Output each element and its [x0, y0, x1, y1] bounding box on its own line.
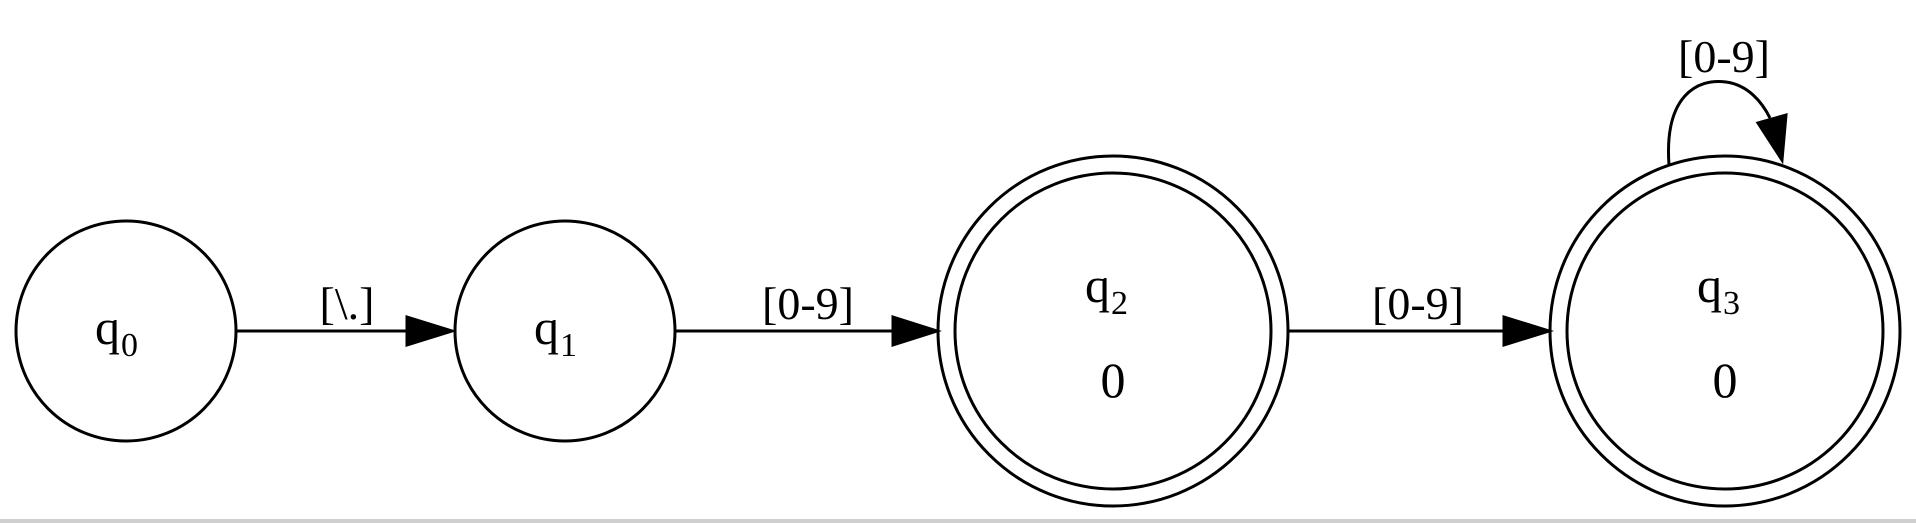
- state-q1-name: q: [534, 299, 559, 355]
- state-q0: q 0: [14, 219, 238, 443]
- state-q1-subscript: 1: [560, 327, 577, 364]
- transition-q0-q1: [\.]: [236, 278, 458, 348]
- state-q2-output: 0: [1101, 352, 1126, 408]
- bottom-border: [0, 519, 1916, 523]
- state-q3: q 3 0: [1548, 154, 1902, 508]
- transition-q2-q3-arrowhead: [1502, 314, 1555, 348]
- state-q0-subscript: 0: [121, 327, 138, 364]
- state-q2-inner-circle: [953, 171, 1273, 491]
- state-q3-output: 0: [1713, 352, 1738, 408]
- transition-q3-self-loop: [0-9]: [1667, 31, 1788, 166]
- transition-q0-q1-label: [\.]: [320, 278, 375, 329]
- state-q2-name: q: [1085, 257, 1110, 313]
- state-q3-subscript: 3: [1723, 285, 1740, 322]
- transition-q0-q1-arrowhead: [405, 314, 458, 348]
- transition-q2-q3-label: [0-9]: [1372, 278, 1464, 329]
- state-q3-name: q: [1697, 257, 1722, 313]
- transition-q1-q2-arrowhead: [891, 314, 942, 348]
- state-q0-name: q: [95, 299, 120, 355]
- transition-q3-self-loop-arrowhead: [1755, 112, 1788, 165]
- transition-q3-self-loop-label: [0-9]: [1678, 31, 1770, 82]
- state-q2-outer-circle: [936, 154, 1290, 508]
- transition-q3-self-loop-curve: [1667, 79, 1772, 166]
- state-q2-subscript: 2: [1111, 285, 1128, 322]
- state-q3-inner-circle: [1565, 171, 1885, 491]
- transition-q1-q2: [0-9]: [675, 278, 942, 348]
- transition-q1-q2-label: [0-9]: [762, 278, 854, 329]
- state-q1: q 1: [453, 219, 677, 443]
- transition-q2-q3: [0-9]: [1288, 278, 1555, 348]
- state-q2: q 2 0: [936, 154, 1290, 508]
- state-q3-outer-circle: [1548, 154, 1902, 508]
